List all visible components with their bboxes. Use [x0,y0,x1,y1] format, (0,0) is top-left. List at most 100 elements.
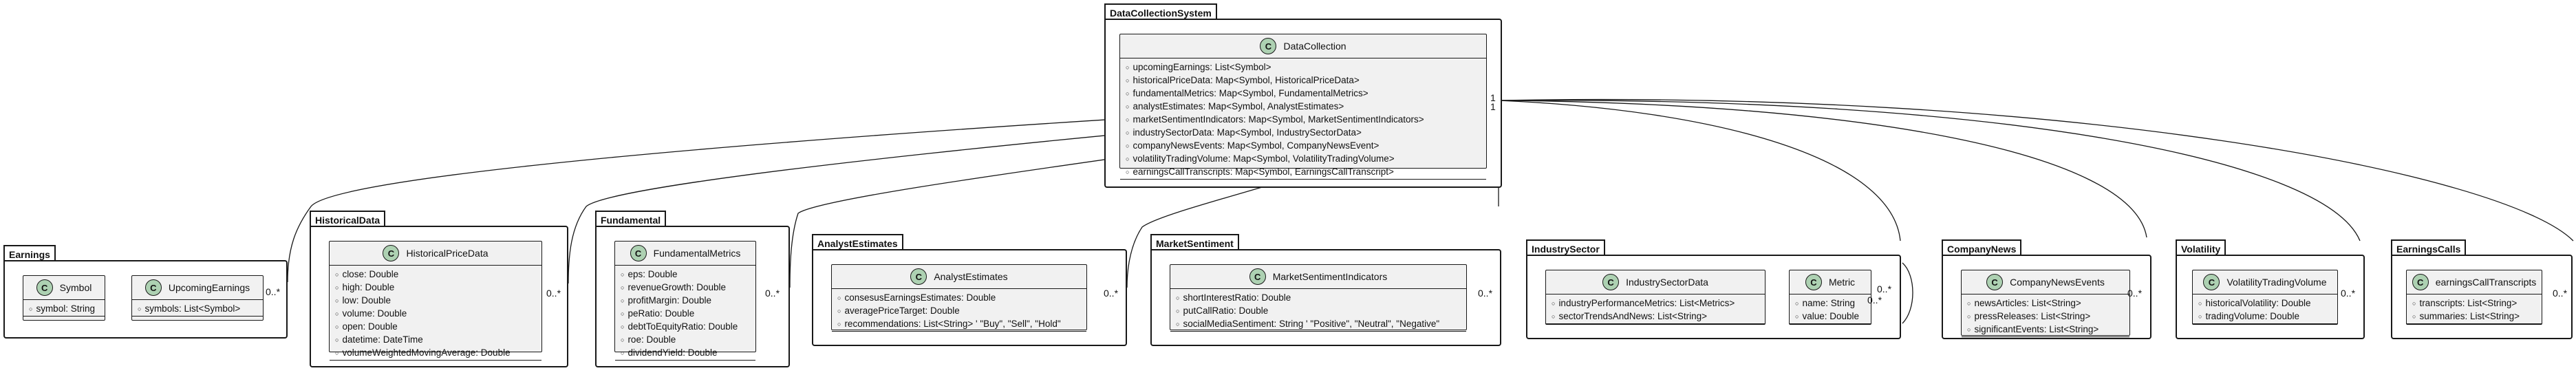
attribute: marketSentimentIndicators: Map<Symbol, M… [1126,114,1482,127]
multiplicity-source: 1 [1490,92,1496,103]
package-label: DataCollectionSystem [1104,3,1217,21]
package-earningscalls: EarningsCalls C earningsCallTranscripts … [2391,239,2573,339]
class-icon: C [383,245,400,261]
association-metric-bracket [1902,262,1913,324]
class-name: Metric [1828,277,1856,288]
multiplicity-target: 0..* [546,288,561,299]
class-icon: C [1260,38,1277,54]
class-icon: C [144,279,162,296]
attribute: shortInterestRatio: Double [1176,292,1462,305]
multiplicity-target: 0..* [2127,288,2143,299]
attribute: symbols: List<Symbol> [138,303,259,316]
attribute: sectorTrendsAndNews: List<String> [1552,310,1761,323]
attribute: volume: Double [335,308,537,321]
package-label: EarningsCalls [2391,239,2467,257]
package-analystestimates: AnalystEstimates C AnalystEstimates cons… [812,234,1127,346]
association-to-calls [1498,98,2574,242]
attribute: peRatio: Double [621,308,751,321]
class-name: earningsCallTranscripts [2435,277,2537,288]
attribute: newsArticles: List<String> [1967,297,2125,310]
attribute: datetime: DateTime [335,334,537,347]
multiplicity-target: 0..* [2553,288,2568,299]
attribute: summaries: List<String> [2412,310,2537,323]
multiplicity-target: 0..* [1104,288,1119,299]
class-name: IndustrySectorData [1626,277,1708,288]
package-label: CompanyNews [1942,239,2022,257]
class-name: HistoricalPriceData [406,248,489,259]
class-name: AnalystEstimates [934,271,1008,282]
attribute: averagePriceTarget: Double [837,305,1082,318]
attribute: symbol: String [29,303,100,316]
class-icon: C [1805,274,1822,290]
class-icon: C [1986,274,2004,290]
association-to-industry [1498,100,1901,242]
class-name: UpcomingEarnings [168,282,250,293]
attribute: close: Double [335,268,537,281]
package-label: AnalystEstimates [812,234,903,252]
multiplicity-metric: 0..* [1867,294,1882,306]
multiplicity-source: 1 [1490,101,1496,112]
package-label: MarketSentiment [1150,234,1239,252]
attribute: earningsCallTranscripts: Map<Symbol, Ear… [1126,166,1482,179]
class-datacollection[interactable]: C DataCollection upcomingEarnings: List<… [1119,34,1487,180]
package-industrysector: IndustrySector C IndustrySectorData indu… [1526,239,1901,339]
class-name: MarketSentimentIndicators [1272,271,1388,282]
class-fundamentalmetrics[interactable]: C FundamentalMetrics eps: Double revenue… [614,241,756,361]
class-icon: C [2412,274,2429,290]
attribute: socialMediaSentiment: String ' "Positive… [1176,318,1462,331]
multiplicity-target: 0..* [2341,288,2356,299]
attribute: consesusEarningsEstimates: Double [837,292,1082,305]
class-icon: C [630,245,647,261]
attribute: open: Double [335,321,537,334]
class-volatilitytradingvolume[interactable]: C VolatilityTradingVolume historicalVola… [2192,270,2338,325]
package-datacollectionsystem: DataCollectionSystem C DataCollection up… [1104,3,1502,188]
class-name: Symbol [59,282,92,293]
attribute: value: Double [1795,310,1867,323]
class-earningscalltranscripts[interactable]: C earningsCallTranscripts transcripts: L… [2406,270,2542,325]
attribute: fundamentalMetrics: Map<Symbol, Fundamen… [1126,87,1482,100]
class-icon: C [2203,274,2220,290]
package-marketsentiment: MarketSentiment C MarketSentimentIndicat… [1150,234,1501,346]
attribute: dividendYield: Double [621,347,751,360]
class-name: CompanyNewsEvents [2010,277,2105,288]
class-companynewsevents[interactable]: C CompanyNewsEvents newsArticles: List<S… [1961,270,2130,337]
attribute: historicalPriceData: Map<Symbol, Histori… [1126,74,1482,87]
class-icon: C [1249,268,1266,285]
multiplicity-target: 0..* [266,286,281,297]
package-label: HistoricalData [310,211,386,228]
attribute: debtToEquityRatio: Double [621,321,751,334]
class-symbol[interactable]: C Symbol symbol: String [23,275,105,321]
attribute: name: String [1795,297,1867,310]
attribute: companyNewsEvents: Map<Symbol, CompanyNe… [1126,140,1482,153]
attribute: putCallRatio: Double [1176,305,1462,318]
attribute: high: Double [335,281,537,294]
attribute: transcripts: List<String> [2412,297,2537,310]
class-marketsentimentindicators[interactable]: C MarketSentimentIndicators shortInteres… [1170,264,1467,332]
attribute: revenueGrowth: Double [621,281,751,294]
package-fundamental: Fundamental C FundamentalMetrics eps: Do… [595,211,790,367]
package-historicaldata: HistoricalData C HistoricalPriceData clo… [310,211,568,367]
class-industrysectordata[interactable]: C IndustrySectorData industryPerformance… [1545,270,1765,325]
package-volatility: Volatility C VolatilityTradingVolume his… [2176,239,2365,339]
multiplicity-target: 0..* [765,288,780,299]
attribute: eps: Double [621,268,751,281]
attribute: profitMargin: Double [621,294,751,308]
attribute: low: Double [335,294,537,308]
attribute: industrySectorData: Map<Symbol, Industry… [1126,127,1482,140]
class-analystestimates[interactable]: C AnalystEstimates consesusEarningsEstim… [831,264,1087,332]
attribute: significantEvents: List<String> [1967,323,2125,336]
attribute: upcomingEarnings: List<Symbol> [1126,61,1482,74]
class-metric[interactable]: C Metric name: String value: Double [1789,270,1871,325]
class-icon: C [1602,274,1620,290]
class-upcomingearnings[interactable]: C UpcomingEarnings symbols: List<Symbol> [131,275,264,321]
attribute: industryPerformanceMetrics: List<Metrics… [1552,297,1761,310]
multiplicity-target: 0..* [1877,283,1892,294]
attribute: volatilityTradingVolume: Map<Symbol, Vol… [1126,153,1482,166]
package-label: Earnings [3,245,56,263]
class-historicalpricedata[interactable]: C HistoricalPriceData close: Double high… [329,241,542,361]
package-label: Volatility [2176,239,2226,257]
association-to-volatility [1498,100,2361,242]
class-name: FundamentalMetrics [653,248,741,259]
attribute: recommendations: List<String> ' "Buy", "… [837,318,1082,331]
association-to-news [1498,100,2147,238]
